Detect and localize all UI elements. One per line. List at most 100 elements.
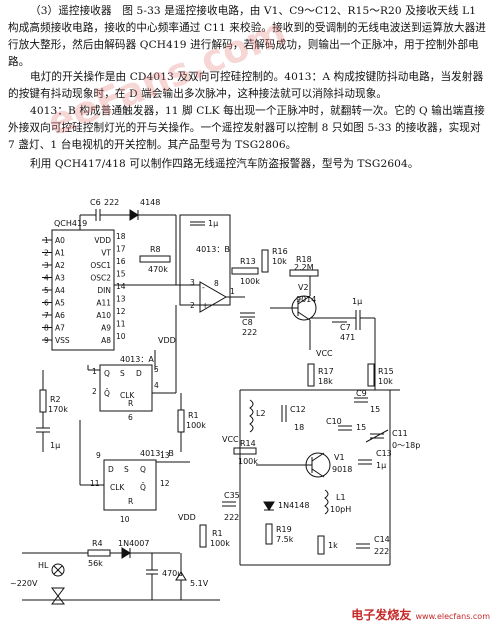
- svg-text:R16: R16: [272, 247, 288, 256]
- svg-text:R2: R2: [50, 395, 61, 404]
- svg-text:10k: 10k: [272, 257, 287, 266]
- diode-4148-symbol: [129, 209, 139, 221]
- svg-text:L1: L1: [336, 493, 346, 502]
- lamp-hl: [51, 563, 65, 577]
- ic-pin-left-a5: A5: [55, 299, 65, 308]
- svg-text:2.2M: 2.2M: [294, 263, 314, 272]
- ic-pin-right-a10: A10: [96, 311, 111, 320]
- svg-text:R1: R1: [188, 411, 199, 420]
- svg-text:1N4007: 1N4007: [118, 539, 149, 548]
- resistor-r16: [261, 249, 269, 273]
- diode-1n4148-symbol: [263, 501, 275, 511]
- svg-text:100k: 100k: [238, 457, 258, 466]
- svg-text:12: 12: [160, 479, 170, 488]
- ic-pin-right-a9: A9: [101, 324, 111, 333]
- svg-text:CLK: CLK: [120, 391, 135, 400]
- svg-text:R18: R18: [296, 255, 312, 264]
- svg-text:D: D: [108, 465, 114, 474]
- svg-text:15: 15: [370, 405, 380, 414]
- cap-1u-label: 1μ: [208, 219, 218, 228]
- svg-text:R: R: [128, 497, 133, 506]
- svg-text:~220V: ~220V: [10, 579, 38, 588]
- svg-text:C35: C35: [224, 491, 240, 500]
- svg-text:471: 471: [340, 333, 355, 342]
- svg-text:R17: R17: [318, 367, 334, 376]
- ic-pin-right-din: DIN: [97, 286, 111, 295]
- svg-text:8: 8: [214, 279, 219, 288]
- flipflop-4013a: [99, 364, 153, 412]
- r8-value: 470k: [148, 265, 168, 274]
- ic-pin-left-a6: A6: [55, 311, 65, 320]
- ic-pin-left-a3: A3: [55, 274, 65, 283]
- diode-1n4007-symbol: [121, 547, 131, 559]
- ic-pin-left-a1: A1: [55, 249, 65, 258]
- resistor-r8: [139, 255, 171, 263]
- ic-pin-num-right: 16: [116, 257, 126, 266]
- svg-text:1μ: 1μ: [376, 461, 386, 470]
- svg-text:+: +: [202, 301, 208, 310]
- resistor-r1-second: [199, 524, 207, 548]
- svg-text:R13: R13: [240, 257, 256, 266]
- svg-text:9014: 9014: [296, 295, 316, 304]
- svg-text:S: S: [120, 369, 125, 378]
- svg-text:HL: HL: [38, 561, 49, 570]
- ic-pin-left-a7: A7: [55, 324, 65, 333]
- c6-value: 222: [104, 198, 119, 207]
- svg-text:1μ: 1μ: [50, 441, 60, 450]
- svg-text:L2: L2: [256, 409, 266, 418]
- ic-pin-num-right: 13: [116, 295, 126, 304]
- resistor-r17: [307, 363, 315, 387]
- resistor-r13: [231, 267, 259, 275]
- svg-text:V2: V2: [298, 283, 309, 292]
- svg-text:Q: Q: [140, 465, 146, 474]
- svg-text:9: 9: [96, 451, 101, 460]
- svg-text:Q: Q: [104, 369, 110, 378]
- svg-text:4013：B: 4013：B: [140, 449, 174, 458]
- svg-text:222: 222: [224, 513, 239, 522]
- opamp-symbol: [199, 281, 228, 313]
- ic-pin-right-a11: A11: [96, 299, 111, 308]
- resistor-r20: [317, 535, 325, 555]
- svg-text:R19: R19: [276, 525, 292, 534]
- ic-pin-num-right: 11: [116, 320, 126, 329]
- svg-text:10pH: 10pH: [330, 505, 351, 514]
- svg-text:222: 222: [374, 547, 389, 556]
- svg-text:C7: C7: [340, 323, 351, 332]
- svg-text:4: 4: [154, 381, 159, 390]
- svg-text:R: R: [128, 399, 133, 408]
- svg-text:5.1V: 5.1V: [190, 579, 209, 588]
- svg-text:1: 1: [230, 287, 235, 296]
- svg-text:1N4148: 1N4148: [278, 501, 309, 510]
- opamp-block: [179, 214, 231, 306]
- svg-text:100k: 100k: [210, 539, 230, 548]
- paragraph-lamp-control: 电灯的开关操作是由 CD4013 及双向可控硅控制的。4013：A 构成按键防抖…: [8, 71, 484, 100]
- decoder-ic-label: QCH419: [54, 219, 87, 228]
- ic-pin-num-right: 10: [116, 332, 126, 341]
- paragraph-qch417: 利用 QCH417/418 可以制作四路无线遥控汽车防盗报警器，型号为 TSG2…: [30, 158, 419, 170]
- svg-text:V1: V1: [334, 453, 345, 462]
- svg-text:Q̄: Q̄: [104, 389, 110, 398]
- ic-pin-num-right: 17: [116, 245, 126, 254]
- resistor-r15: [367, 363, 375, 387]
- svg-text:7.5k: 7.5k: [276, 535, 294, 544]
- svg-text:R15: R15: [378, 367, 394, 376]
- svg-text:CLK: CLK: [110, 483, 125, 492]
- svg-text:R1: R1: [212, 529, 223, 538]
- svg-text:1μ: 1μ: [352, 297, 362, 306]
- ic-pin-left-a4: A4: [55, 286, 65, 295]
- inductor-l1: [324, 489, 329, 515]
- ic-pin-right-vt: VT: [101, 249, 111, 258]
- svg-text:470μ: 470μ: [162, 569, 182, 578]
- svg-text:18k: 18k: [318, 377, 333, 386]
- paragraph-receiver-intro: （3）遥控接收器 图 5-33 是遥控接收电路，由 V1、C9～C12、R15～…: [8, 5, 486, 68]
- svg-text:C11: C11: [392, 429, 408, 438]
- svg-text:C8: C8: [242, 318, 253, 327]
- opamp-chip-label: 4013：B: [196, 245, 230, 254]
- svg-text:-: -: [202, 283, 205, 292]
- svg-text:6: 6: [128, 413, 133, 422]
- diode-4148-label: 4148: [140, 198, 160, 207]
- svg-text:9018: 9018: [332, 465, 352, 474]
- svg-text:VCC: VCC: [316, 349, 333, 358]
- triac-symbol: [51, 587, 65, 597]
